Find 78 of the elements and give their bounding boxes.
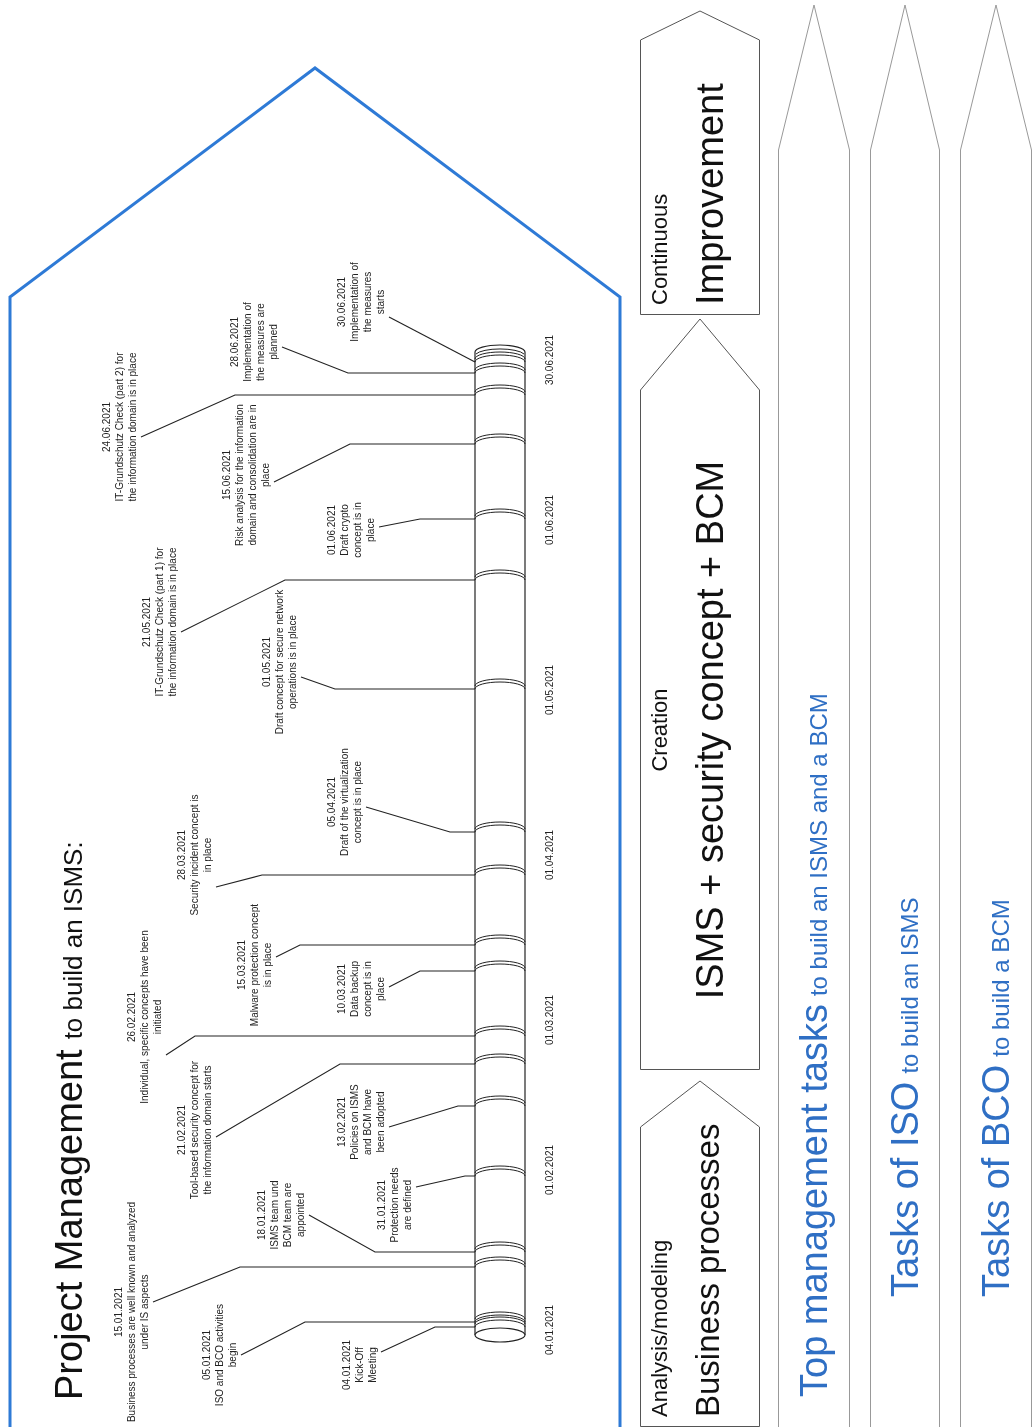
task-title: Tasks of ISO — [883, 1081, 927, 1297]
milestone-date: 21.05.2021 — [140, 596, 153, 648]
leader-line — [275, 944, 476, 958]
milestone-date: 15.06.2021 — [220, 449, 233, 501]
frame-label: Project Management — [48, 1049, 91, 1400]
axis-date: 01.03.2021 — [543, 994, 556, 1046]
milestone-text: Security incident concept is in place — [188, 793, 214, 918]
leader-line — [365, 806, 476, 833]
milestone-text: Business processes are well known and analyzed under IS aspects — [125, 1201, 151, 1423]
milestone-date: 01.05.2021 — [260, 636, 273, 688]
leader-line — [300, 676, 476, 690]
task-subtitle: to build a BCM — [986, 899, 1015, 1057]
milestone-date: 21.02.2021 — [175, 1104, 188, 1156]
leader-line — [378, 518, 476, 528]
axis-date: 01.06.2021 — [543, 494, 556, 546]
task-title: Tasks of BCO — [974, 1064, 1018, 1297]
leader-line — [240, 1321, 476, 1356]
milestone-date: 26.02.2021 — [125, 991, 138, 1043]
milestone-text: Draft crypto concept is in place — [338, 501, 377, 560]
milestone-date: 05.01.2021 — [200, 1329, 213, 1381]
leader-line — [388, 1105, 476, 1128]
milestone-date: 30.06.2021 — [335, 276, 348, 328]
leader-line — [388, 316, 476, 363]
milestone-text: Malware protection concept is in place — [248, 902, 274, 1029]
milestone-date: 01.06.2021 — [325, 504, 338, 556]
task-subtitle: to build an ISMS — [895, 897, 924, 1074]
leader-line — [308, 1214, 476, 1253]
leader-line — [273, 443, 476, 483]
milestone-text: IT-Grundschutz Check (part 2) for the information domain is in place — [113, 351, 139, 504]
milestone-date: 05.04.2021 — [325, 776, 338, 828]
leader-line — [152, 1266, 476, 1303]
axis-date: 01.04.2021 — [543, 829, 556, 881]
task-title: Top management tasks — [792, 1004, 836, 1397]
milestone-text: ISO and BCO activities begin — [213, 1302, 239, 1409]
frame-sublabel: to build an ISMS: — [58, 841, 89, 1040]
milestone-date: 31.01.2021 — [375, 1179, 388, 1231]
phase-title: ISMS + security concept + BCM — [689, 460, 731, 1000]
milestone-text: Kick-Off Meeting — [353, 1346, 379, 1385]
milestone-text: ISMS team und BCM team are appointed — [268, 1179, 307, 1252]
milestone-text: Implementation of the measures starts — [348, 261, 387, 343]
milestone-text: Draft of the virtualization concept is in place — [338, 747, 364, 858]
milestone-date: 15.01.2021 — [112, 1286, 125, 1338]
milestone-date: 10.03.2021 — [335, 963, 348, 1015]
phase-title: Improvement — [689, 83, 731, 305]
milestone-text: IT-Grundschutz Check (part 1) for the information domain is in place — [153, 546, 179, 699]
milestone-text: Risk analysis for the information domain and consolidation are in place — [233, 403, 272, 548]
milestone-text: Draft concept for secure network operations is in place — [273, 588, 299, 737]
milestone-text: Implementation of the measures are planned — [241, 301, 280, 383]
leader-line — [140, 394, 476, 438]
leader-line — [165, 1035, 476, 1056]
axis-date: 01.05.2021 — [543, 664, 556, 716]
milestone-date: 13.02.2021 — [335, 1096, 348, 1148]
leader-line — [388, 970, 476, 988]
leader-line — [380, 1326, 476, 1353]
leader-line — [215, 1063, 476, 1138]
phase-title: Business processes — [689, 1123, 726, 1417]
milestone-text: Tool-based security concept for the information domain starts — [188, 1060, 214, 1200]
milestone-text: Policies on ISMS and BCM have been adopted — [348, 1083, 387, 1161]
axis-date: 30.06.2021 — [543, 334, 556, 386]
milestone-date: 18.01.2021 — [255, 1189, 268, 1241]
phase-label: Creation — [647, 688, 672, 772]
leader-line — [281, 346, 476, 374]
milestone-text: Data backup concept is in place — [348, 959, 387, 1020]
axis-date: 04.01.2021 — [543, 1304, 556, 1356]
phase-label: Analysis/modeling — [647, 1239, 672, 1417]
leader-line — [180, 579, 476, 633]
milestone-text: Protection needs are defined — [388, 1166, 414, 1245]
phase-label: Continuous — [647, 193, 672, 305]
milestone-text: Individual, specific concepts have been initiated — [138, 929, 164, 1106]
milestone-date: 15.03.2021 — [235, 939, 248, 991]
milestone-date: 04.01.2021 — [340, 1339, 353, 1391]
task-subtitle: to build an ISMS and a BCM — [804, 693, 833, 997]
milestone-date: 24.06.2021 — [100, 401, 113, 453]
leader-line — [415, 1175, 476, 1188]
leader-line — [215, 874, 476, 888]
axis-date: 01.02.2021 — [543, 1144, 556, 1196]
milestone-date: 28.06.2021 — [228, 316, 241, 368]
milestone-date: 28.03.2021 — [175, 829, 188, 881]
